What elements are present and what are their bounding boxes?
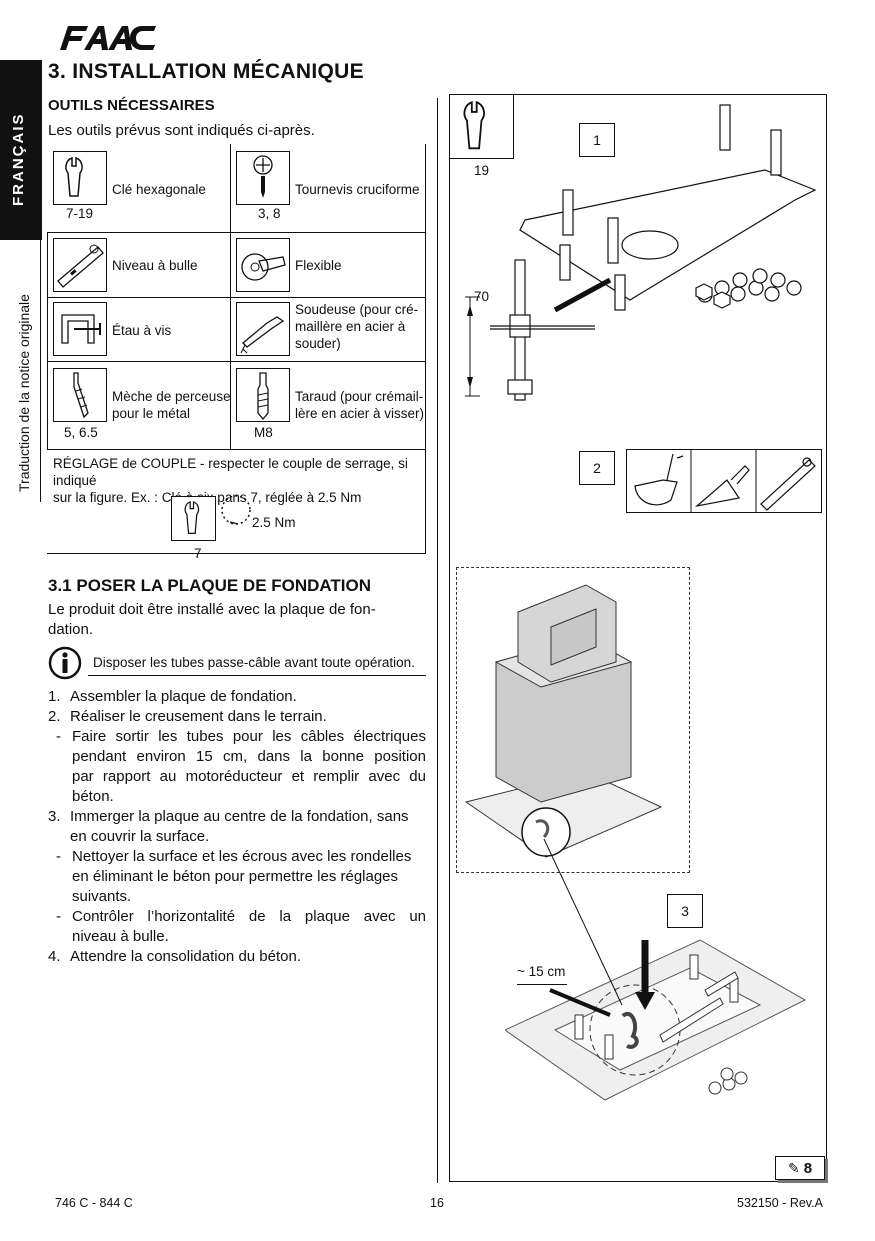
spirit-level-icon	[53, 238, 107, 292]
table-row-line	[47, 297, 426, 298]
footer-ref: 532150 - Rev.A	[737, 1196, 823, 1210]
table-border-left	[47, 232, 48, 450]
step-number: 1	[579, 123, 615, 157]
tool-label: Clé hexagonale	[112, 182, 206, 197]
language-tab	[0, 60, 42, 240]
tube-length-label: ~ 15 cm	[517, 964, 566, 979]
step-number: 3	[667, 894, 703, 928]
tools-heading: OUTILS NÉCESSAIRES	[48, 97, 215, 114]
wrench-icon	[53, 151, 107, 205]
table-row-line	[47, 361, 426, 362]
tool-label: Flexible	[295, 258, 342, 273]
list-item: - Faire sortir les tubes pour les câbles…	[56, 728, 426, 805]
section-heading: 3.1 POSER LA PLAQUE DE FONDATION	[48, 576, 372, 595]
info-underline	[88, 675, 426, 676]
tool-label: Mèche de perceuse pour le métal	[112, 389, 231, 421]
angle-grinder-icon	[236, 238, 290, 292]
torque-wrench-icon	[171, 496, 216, 541]
figure-frame	[449, 94, 827, 1182]
tools-strip	[626, 449, 822, 513]
table-row-line	[47, 449, 426, 450]
tool-size: 7-19	[66, 206, 94, 221]
step-list: 1. Assembler la plaque de fondation. 2. …	[48, 687, 426, 967]
operator-detail-frame	[456, 567, 690, 873]
language-label: FRANÇAIS	[10, 112, 27, 207]
torque-size: 7	[194, 546, 202, 561]
tool-label: Taraud (pour crémail- lère en acier à vi…	[295, 389, 425, 421]
table-bottom-line	[47, 553, 426, 554]
list-item: 2. Réaliser le creusement dans le terrai…	[48, 708, 327, 725]
footer-page: 16	[430, 1196, 444, 1210]
page-title: 3. INSTALLATION MÉCANIQUE	[48, 60, 364, 83]
drill-bit-icon	[53, 368, 107, 422]
list-item: 1. Assembler la plaque de fondation.	[48, 688, 297, 705]
tap-icon	[236, 368, 290, 422]
screwdriver-icon	[236, 151, 290, 205]
welder-icon	[236, 302, 290, 356]
column-divider	[437, 98, 438, 1183]
tool-label: Niveau à bulle	[112, 258, 198, 273]
side-divider	[40, 240, 41, 502]
foundation-plate-illustration	[465, 104, 817, 401]
spirit-level-icon	[760, 457, 816, 511]
translation-note: Traduction de la notice originale	[16, 294, 32, 492]
step-number: 2	[579, 451, 615, 485]
wrench-icon	[449, 94, 514, 159]
label-underline	[517, 984, 567, 985]
info-icon	[48, 646, 82, 680]
faac-logo	[60, 26, 156, 50]
tools-intro: Les outils prévus sont indiqués ci-après…	[48, 122, 315, 139]
torque-dial-icon	[221, 495, 251, 525]
list-item: 4. Attendre la consolidation du béton.	[48, 948, 301, 965]
dimension-label: 70	[474, 289, 490, 304]
section-intro: Le produit doit être installé avec la pl…	[48, 601, 376, 638]
table-border-right	[425, 144, 426, 554]
tool-size: 5, 6.5	[64, 425, 98, 440]
tool-label: Étau à vis	[112, 323, 172, 338]
torque-value: 2.5 Nm	[252, 515, 296, 530]
figure-badge: ✎ 8	[775, 1156, 825, 1180]
edit-note-icon: ✎	[787, 1159, 800, 1176]
list-item: - Contrôler l’horizontalité de la plaque…	[56, 908, 426, 945]
tool-label: Soudeuse (pour cré- maillère en acier à …	[295, 302, 419, 351]
info-note: Disposer les tubes passe-câble avant tou…	[93, 655, 415, 670]
tool-label: Tournevis cruciforme	[295, 182, 420, 197]
footer-model: 746 C - 844 C	[55, 1196, 133, 1210]
table-divider-mid	[230, 144, 231, 449]
shovel-icon	[634, 453, 684, 506]
trowel-icon	[694, 465, 750, 508]
foundation-concrete-illustration	[505, 939, 807, 1101]
tool-size: 3, 8	[258, 206, 281, 221]
wrench-size: 19	[474, 163, 490, 178]
gear-motor-illustration	[464, 584, 663, 858]
tool-size: M8	[254, 425, 273, 440]
list-item: 3. Immerger la plaque au centre de la fo…	[48, 808, 409, 845]
list-item: - Nettoyer la surface et les écrous avec…	[56, 848, 412, 905]
clamp-icon	[53, 302, 107, 356]
table-row-line	[47, 232, 426, 233]
detail-leader-line	[543, 838, 623, 1006]
